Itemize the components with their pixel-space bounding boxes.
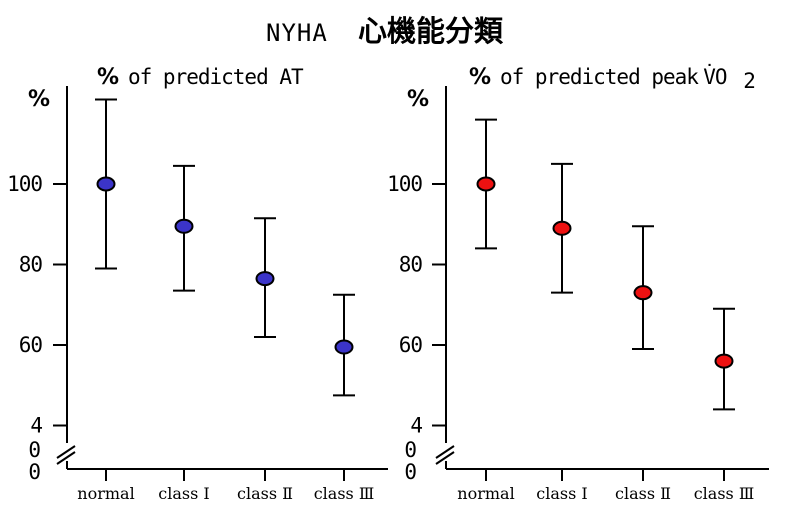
data-point-at	[255, 271, 275, 287]
y-tick-label-at: 100	[7, 172, 42, 196]
y-tick-label-peak-vo2: 60	[399, 333, 423, 357]
y-tick-label-at: 80	[19, 253, 43, 277]
y-unit-label-peak-vo2: %	[407, 87, 429, 112]
y-break-label-peak-vo2: 0	[404, 460, 416, 484]
subtitle-symbol-peak-vo2: V̇O	[703, 63, 727, 89]
x-category-label-peak-vo2: class Ⅱ	[615, 484, 671, 503]
subtitle-subscript-peak-vo2: 2	[743, 69, 755, 93]
data-point-peak-vo2	[476, 176, 496, 192]
x-category-label-peak-vo2: normal	[457, 484, 514, 503]
data-point-at	[96, 176, 116, 192]
y-tick-label-at: 60	[19, 333, 43, 357]
axis-break-mark-peak-vo2	[435, 445, 455, 459]
axis-break-mark-peak-vo2	[435, 451, 455, 465]
x-category-label-at: class Ⅱ	[237, 484, 293, 503]
x-category-label-peak-vo2: class Ⅲ	[694, 484, 755, 503]
subtitle-text-at: of predicted AT	[128, 65, 304, 89]
y-tick-label-peak-vo2: 100	[387, 172, 422, 196]
y-tick-label-peak-vo2: 4	[410, 414, 422, 438]
y-break-label-at: 0	[28, 460, 40, 484]
y-unit-label-at: %	[28, 87, 50, 112]
data-point-at	[334, 339, 354, 355]
y-break-label-peak-vo2: 0	[404, 438, 416, 462]
subtitle-unit-peak-vo2: %	[469, 65, 491, 90]
data-point-peak-vo2	[633, 285, 653, 301]
figure-title-cjk: 心機能分類	[358, 14, 504, 48]
y-tick-label-peak-vo2: 80	[399, 253, 423, 277]
subtitle-unit-at: %	[97, 65, 119, 90]
figure-title-latin: NYHA	[266, 19, 328, 47]
subtitle-text-peak-vo2: of predicted peak	[500, 65, 699, 89]
x-category-label-at: class Ⅰ	[158, 484, 209, 503]
data-point-peak-vo2	[714, 353, 734, 369]
x-category-label-at: class Ⅲ	[314, 484, 375, 503]
axis-break-mark-at	[56, 445, 76, 459]
data-point-peak-vo2	[552, 220, 572, 236]
data-point-at	[174, 218, 194, 234]
y-tick-label-at: 4	[30, 414, 42, 438]
x-category-label-peak-vo2: class Ⅰ	[536, 484, 587, 503]
y-break-label-at: 0	[28, 438, 40, 462]
x-category-label-at: normal	[77, 484, 134, 503]
axis-break-mark-at	[56, 451, 76, 465]
